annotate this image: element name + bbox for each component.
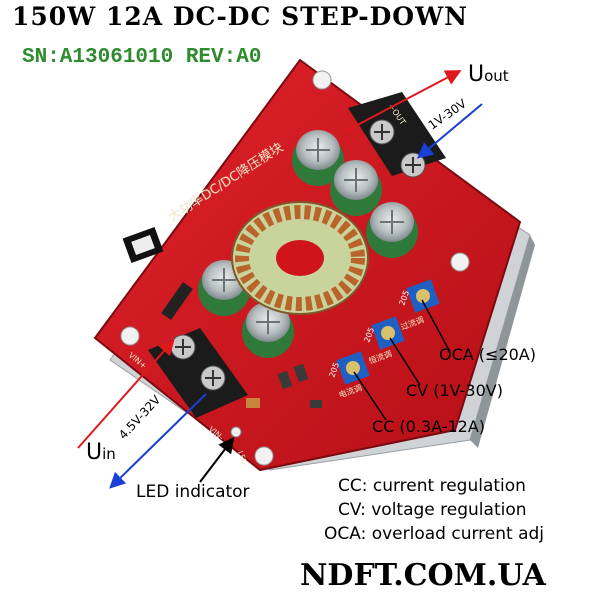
cc-label: CC (0.3A-12A) xyxy=(372,417,486,436)
legend-oca: OCA: overload current adj xyxy=(324,524,545,544)
cc-pointer xyxy=(353,371,387,421)
uout-label: Uout xyxy=(468,62,509,87)
cv-label: CV (1V-30V) xyxy=(406,381,503,400)
uin-blue-arrow xyxy=(109,393,207,489)
oca-label: OCA (≤20A) xyxy=(439,345,536,364)
page-title: 150W 12A DC-DC STEP-DOWN xyxy=(12,2,468,31)
brand-watermark: NDFT.COM.UA xyxy=(300,558,546,593)
uin-label: Uin xyxy=(86,440,116,465)
trimmers xyxy=(336,279,440,385)
ic-chip xyxy=(122,226,164,264)
legend-cc: CC: current regulation xyxy=(338,476,526,496)
serial-number: SN:A13061010 REV:A0 xyxy=(22,46,262,69)
uout-label-main: U xyxy=(468,62,485,87)
led-component xyxy=(230,426,242,438)
cv-pointer xyxy=(389,337,421,386)
uout-red-arrow xyxy=(343,70,462,133)
uout-blue-arrow xyxy=(416,103,483,159)
led-indicator-label: LED indicator xyxy=(136,482,250,502)
legend-cv: CV: voltage regulation xyxy=(338,500,527,520)
uin-red-arrow xyxy=(77,339,175,449)
toroid-inductor xyxy=(231,201,369,315)
oca-pointer xyxy=(421,299,451,353)
diode xyxy=(161,281,193,321)
led-pointer-arrow xyxy=(199,436,235,483)
mounting-holes xyxy=(120,70,470,466)
legend: CC: current regulation CV: voltage regul… xyxy=(298,474,544,546)
uin-label-main: U xyxy=(86,440,103,465)
uout-label-sub: out xyxy=(484,67,509,85)
uin-range-label: 4.5V-32V xyxy=(116,392,164,442)
uout-range-label: 1V-30V xyxy=(426,96,470,133)
smd-parts xyxy=(246,363,322,408)
capacitors xyxy=(198,130,418,358)
uin-label-sub: in xyxy=(102,445,116,463)
